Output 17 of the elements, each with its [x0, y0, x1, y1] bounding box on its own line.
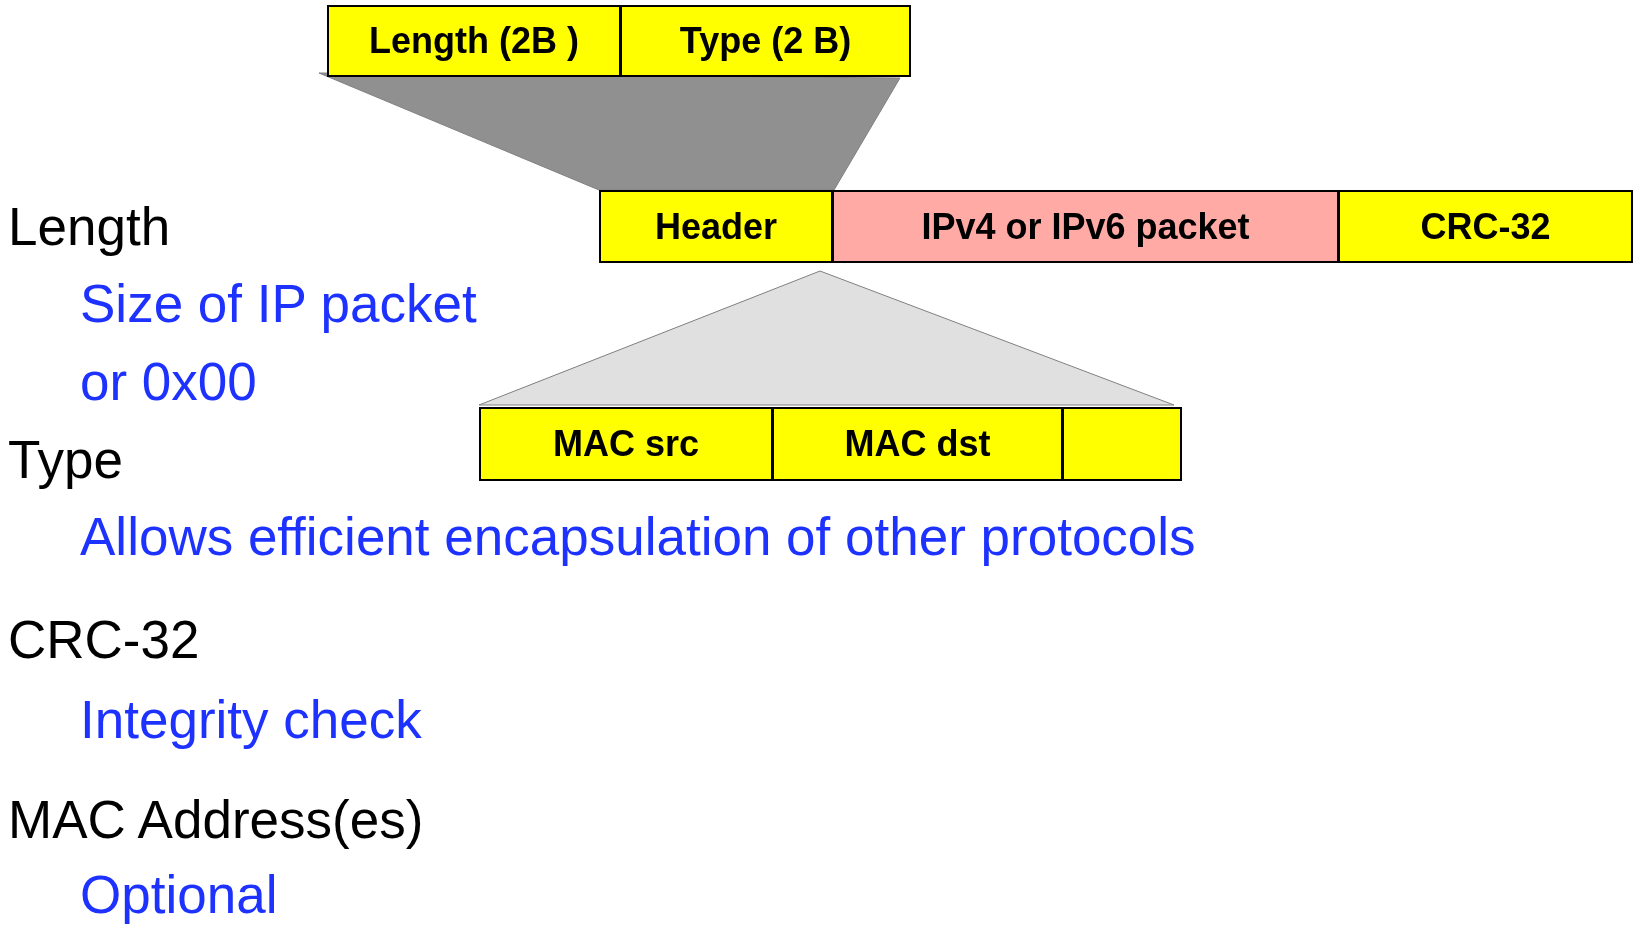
description-text: Allows efficient encapsulation of other protocols [80, 506, 1196, 568]
packet-field: CRC-32 [1338, 190, 1633, 263]
field-term: MAC Address(es) [8, 789, 424, 851]
description-text: Integrity check [80, 689, 422, 751]
packet-field: MAC src [479, 407, 773, 481]
description-text: Optional [80, 864, 278, 926]
field-term: Type [8, 429, 123, 491]
packet-field: Length (2B ) [327, 5, 621, 77]
field-term: Length [8, 196, 171, 258]
description-text: Size of IP packet or 0x00 [80, 273, 478, 413]
packet-field: MAC dst [772, 407, 1063, 481]
field-term: CRC-32 [8, 609, 200, 671]
expansion-fan [478, 270, 1175, 406]
packet-field: IPv4 or IPv6 packet [832, 190, 1339, 263]
packet-field: Header [599, 190, 833, 263]
expansion-fan [318, 72, 901, 191]
packet-field: Type (2 B) [620, 5, 911, 77]
